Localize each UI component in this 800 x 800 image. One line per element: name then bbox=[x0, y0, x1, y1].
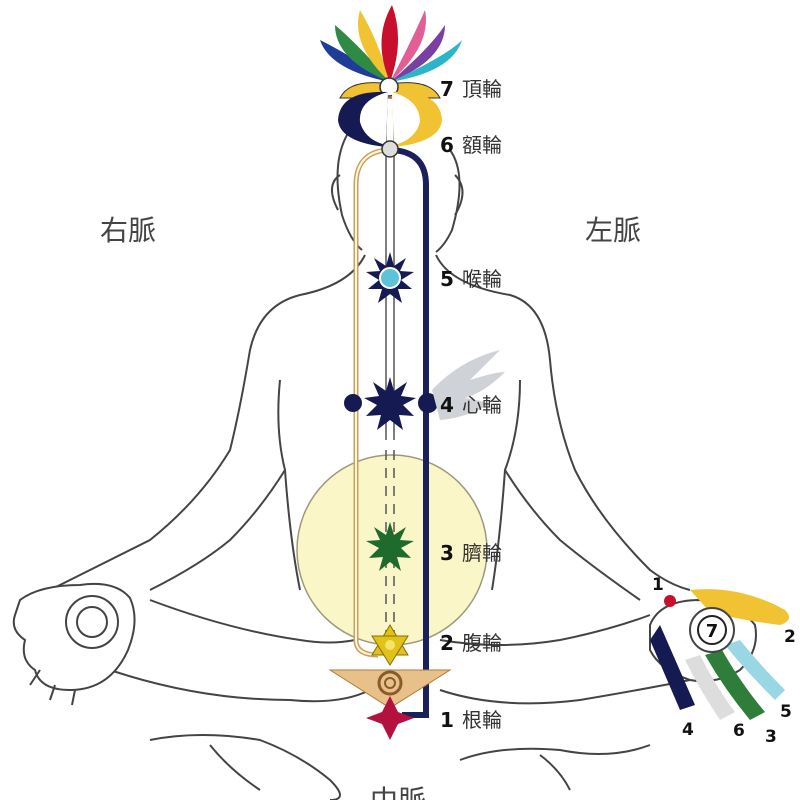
hand-palm-inner-circle bbox=[697, 615, 727, 645]
finger-number-3: 3 bbox=[765, 727, 777, 747]
chakra-7-dot bbox=[379, 77, 399, 97]
chakra-number-6: 6 bbox=[440, 133, 454, 157]
chakra-number-2: 2 bbox=[440, 631, 454, 655]
chakra-number-4: 4 bbox=[440, 393, 454, 417]
right-palm bbox=[12, 582, 136, 706]
chakra-6-dot bbox=[381, 140, 399, 158]
finger-numbers: 1 2 5 3 6 4 bbox=[652, 575, 796, 747]
finger-number-4: 4 bbox=[682, 720, 694, 740]
hand-palm-number: 7 bbox=[706, 621, 719, 642]
left-channel bbox=[391, 147, 429, 718]
finger-6 bbox=[685, 655, 735, 720]
spiral-icon bbox=[377, 670, 403, 696]
finger-3 bbox=[705, 650, 765, 720]
chakra-5-star bbox=[366, 252, 414, 303]
chakra-name-7: 頂輪 bbox=[462, 77, 502, 101]
left-channel-label: 左脈 bbox=[585, 214, 641, 247]
chakra-number-7: 7 bbox=[440, 77, 454, 101]
finger-2 bbox=[690, 589, 789, 625]
finger-1-dot bbox=[664, 595, 676, 607]
chakra-4-left-dot bbox=[344, 394, 362, 412]
chakra-number-3: 3 bbox=[440, 541, 454, 565]
left-hand: 7 bbox=[649, 589, 789, 720]
chakra-name-3: 臍輪 bbox=[462, 541, 502, 565]
chakra-5-dot bbox=[379, 267, 401, 289]
chakra-name-2: 腹輪 bbox=[462, 631, 502, 655]
finger-number-2: 2 bbox=[784, 627, 796, 647]
chakra-name-4: 心輪 bbox=[462, 393, 502, 417]
finger-number-6: 6 bbox=[733, 721, 745, 741]
chakra-labels: 7 頂輪 6 額輪 5 喉輪 4 心輪 3 臍輪 2 腹輪 1 根輪 bbox=[440, 77, 502, 732]
finger-number-1: 1 bbox=[652, 575, 664, 595]
body-outline bbox=[49, 129, 691, 800]
chakra-6-petals bbox=[338, 91, 442, 158]
chakra-name-5: 喉輪 bbox=[462, 267, 502, 291]
finger-number-5: 5 bbox=[780, 702, 792, 722]
right-channel-label: 右脈 bbox=[100, 214, 156, 247]
chakra-7-lotus bbox=[320, 5, 462, 99]
chakra-4-right-dot bbox=[418, 393, 438, 413]
chakra-name-1: 根輪 bbox=[462, 708, 502, 732]
chakra-name-6: 額輪 bbox=[462, 133, 502, 157]
chakra-3-star bbox=[366, 522, 414, 571]
finger-4 bbox=[650, 625, 695, 710]
heart-wing bbox=[432, 350, 505, 420]
chakra-number-5: 5 bbox=[440, 267, 454, 291]
central-channel-label: 中脈 bbox=[370, 784, 426, 800]
palm-outer-ring bbox=[65, 595, 119, 649]
palm-inner-ring bbox=[76, 606, 108, 638]
sacral-triangle bbox=[328, 669, 452, 709]
chakra-1-star bbox=[366, 696, 414, 740]
chakra-2-hexagram bbox=[371, 624, 409, 666]
chakra-4-star bbox=[344, 377, 438, 430]
palm-outline bbox=[12, 582, 136, 692]
finger-5 bbox=[725, 640, 785, 700]
chakra-number-1: 1 bbox=[440, 708, 454, 732]
